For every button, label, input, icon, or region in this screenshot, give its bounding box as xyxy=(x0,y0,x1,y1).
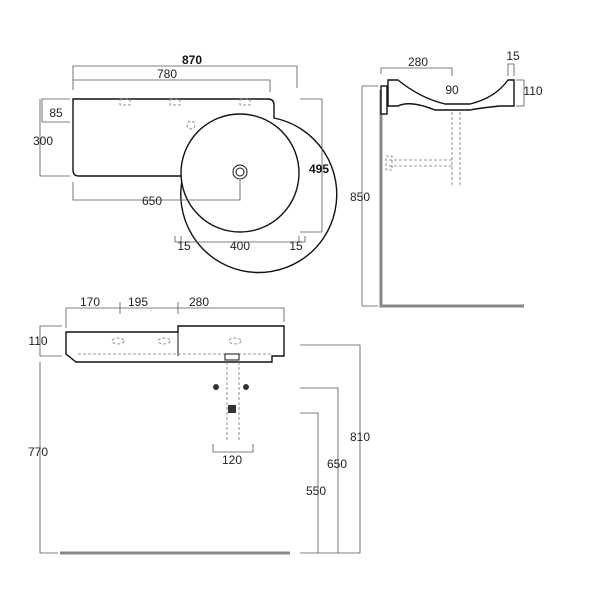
dim-side-drain-offset: 90 xyxy=(445,83,459,97)
front-view-trap xyxy=(228,405,236,413)
dim-front-h810: 810 xyxy=(350,430,370,444)
top-view-drain xyxy=(232,164,248,180)
dim-side-height: 110 xyxy=(523,84,542,98)
front-view-taphole-2 xyxy=(157,337,171,345)
dim-side-rim: 15 xyxy=(506,49,520,63)
dim-front-seg1: 170 xyxy=(80,295,100,309)
dim-top-basin-offset: 650 xyxy=(142,194,162,208)
side-view-basin xyxy=(387,79,515,111)
top-view-overflow xyxy=(186,120,196,130)
dim-top-width-total: 870 xyxy=(182,53,202,67)
dim-top-depth-small: 85 xyxy=(49,106,63,120)
dim-front-waste-width: 120 xyxy=(222,453,242,467)
front-view-basin xyxy=(65,325,285,363)
dim-front-seg2: 195 xyxy=(128,295,148,309)
dim-top-depth-left: 300 xyxy=(33,134,53,148)
side-view-bracket xyxy=(380,85,388,115)
front-view-fixing-right xyxy=(243,384,249,390)
dim-front-seg3: 280 xyxy=(189,295,209,309)
dim-side-depth: 280 xyxy=(408,55,428,69)
dim-top-bowl-diameter: 400 xyxy=(230,239,250,253)
dim-front-h650: 650 xyxy=(327,457,347,471)
dim-top-rim-left: 15 xyxy=(177,239,191,253)
front-view: 120 170 195 280 110 770 810 650 550 xyxy=(28,295,370,555)
front-view-taphole-1 xyxy=(111,337,125,345)
dim-side-mount-height: 850 xyxy=(350,190,370,204)
dim-top-rim-right: 15 xyxy=(289,239,303,253)
front-view-drain xyxy=(224,353,240,361)
top-view-bowl xyxy=(180,113,300,233)
top-view-taphole-1 xyxy=(119,98,131,106)
top-view: 870 780 85 300 495 650 15 400 15 xyxy=(33,53,338,274)
dim-front-height: 110 xyxy=(28,334,47,348)
side-view: 280 15 90 110 850 xyxy=(350,49,543,308)
top-view-taphole-2 xyxy=(169,98,181,106)
dim-front-h550: 550 xyxy=(306,484,326,498)
front-view-taphole-3 xyxy=(228,337,242,345)
front-view-fixing-left xyxy=(213,384,219,390)
dim-top-depth-total: 495 xyxy=(309,162,329,176)
dim-front-underside: 770 xyxy=(28,445,48,459)
top-view-drain-inner xyxy=(235,167,245,177)
dim-top-width-inner: 780 xyxy=(157,67,177,81)
side-view-wall xyxy=(379,90,524,308)
top-view-taphole-3 xyxy=(239,98,251,106)
